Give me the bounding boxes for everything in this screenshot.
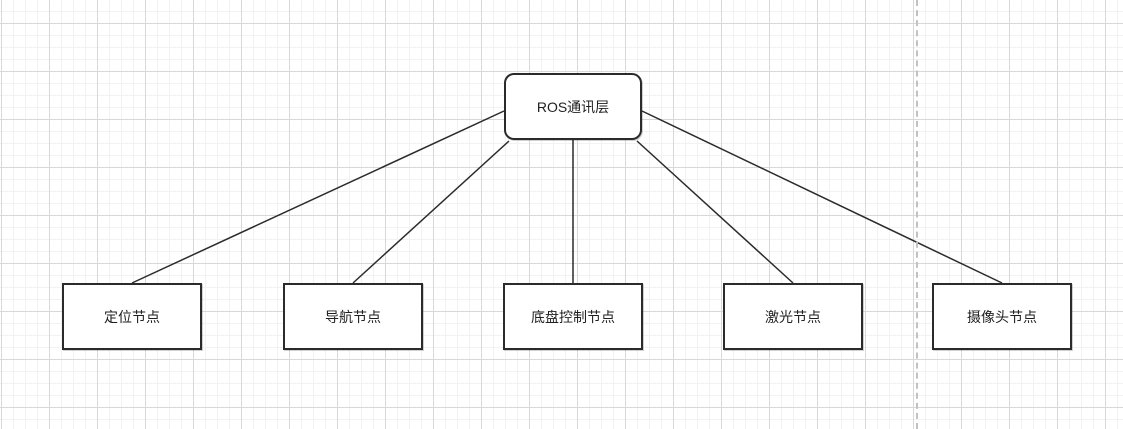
node-camera[interactable]: 摄像头节点 bbox=[932, 283, 1072, 350]
connector-root-to-laser-node[interactable] bbox=[636, 140, 794, 284]
node-label: 导航节点 bbox=[325, 308, 381, 325]
node-navigation[interactable]: 导航节点 bbox=[283, 283, 423, 350]
node-laser[interactable]: 激光节点 bbox=[723, 283, 863, 350]
page-break-divider bbox=[916, 0, 918, 429]
node-label: 底盘控制节点 bbox=[531, 308, 615, 325]
node-label: ROS通讯层 bbox=[536, 98, 610, 115]
node-chassis-control[interactable]: 底盘控制节点 bbox=[503, 283, 643, 350]
node-label: 激光节点 bbox=[765, 308, 821, 325]
node-label: 定位节点 bbox=[104, 308, 160, 325]
node-positioning[interactable]: 定位节点 bbox=[62, 283, 202, 350]
connector-root-to-positioning-node[interactable] bbox=[131, 110, 505, 284]
connector-root-to-camera-node[interactable] bbox=[641, 110, 1003, 284]
node-label: 摄像头节点 bbox=[967, 308, 1037, 325]
connector-root-to-navigation-node[interactable] bbox=[352, 140, 510, 284]
node-ros-communication-layer[interactable]: ROS通讯层 bbox=[504, 73, 642, 140]
